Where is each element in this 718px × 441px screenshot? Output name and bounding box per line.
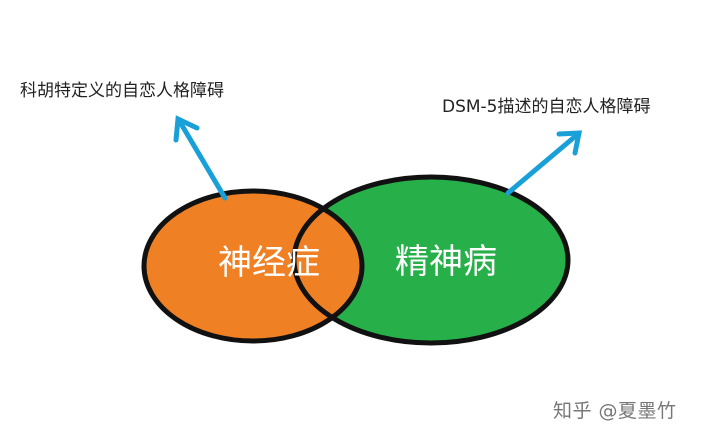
watermark: 知乎 @夏墨竹	[553, 400, 677, 422]
left-annotation: 科胡特定义的自恋人格障碍	[20, 81, 224, 101]
left-set-label: 神经症	[218, 243, 320, 283]
right-arrow	[505, 130, 583, 196]
right-annotation: DSM-5描述的自恋人格障碍	[442, 97, 651, 117]
right-set-label: 精神病	[395, 242, 497, 282]
right-set-outline-overlap	[291, 191, 362, 341]
left-arrow	[173, 115, 228, 201]
left-set-circle	[141, 188, 365, 344]
